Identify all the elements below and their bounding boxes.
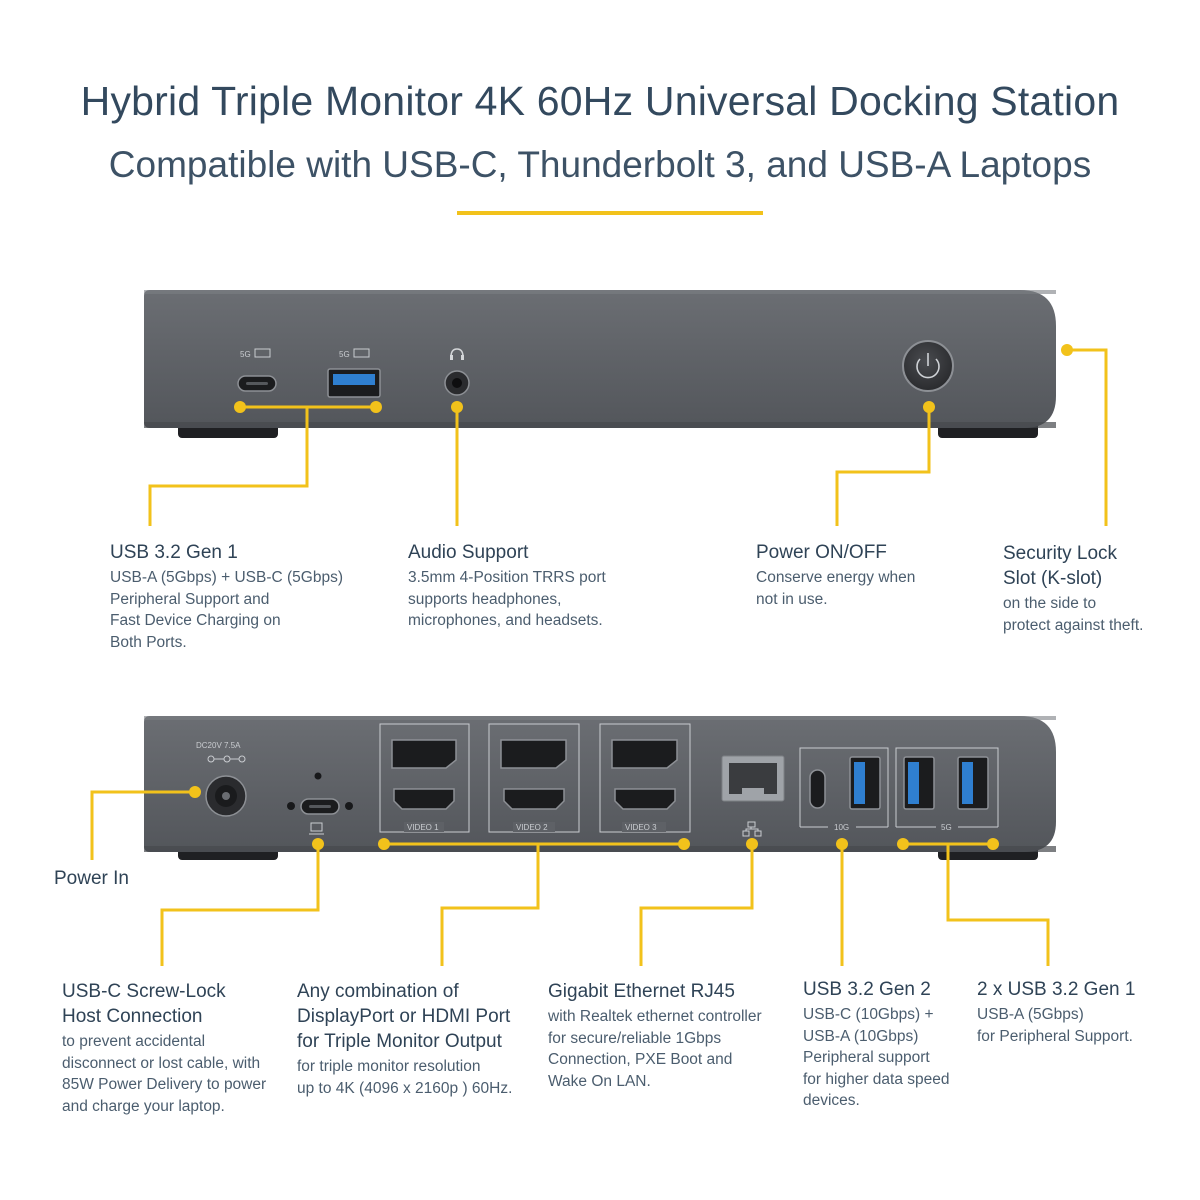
usb-c-port-icon (237, 375, 277, 392)
callout-desc: USB-A (5Gbps) + USB-C (5Gbps) Peripheral… (110, 569, 343, 651)
audio-jack-icon (444, 370, 470, 396)
hdmi-icon (614, 788, 676, 810)
displayport-icon (500, 739, 567, 769)
callout-desc: with Realtek ethernet controller for sec… (548, 1008, 762, 1090)
page-title: Hybrid Triple Monitor 4K 60Hz Universal … (80, 78, 1120, 124)
usb-c-host-icon (287, 798, 353, 815)
group-10g-label: 10G (834, 823, 849, 832)
callout-desc: 3.5mm 4-Position TRRS port supports head… (408, 569, 606, 629)
video-group-2: VIDEO 2 (488, 723, 580, 833)
hdmi-icon (393, 788, 455, 810)
callout-desc: Conserve energy when not in use. (756, 569, 916, 608)
front-usb-a-speed-label: 5G (339, 350, 350, 359)
title-divider (457, 211, 763, 215)
callout-desc: to prevent accidental disconnect or lost… (62, 1033, 267, 1115)
callout-title: USB-C Screw-Lock Host Connection (62, 981, 226, 1027)
callout-video: Any combination of DisplayPort or HDMI P… (297, 979, 537, 1099)
callout-title: USB 3.2 Gen 2 (803, 979, 931, 1000)
power-rating-label: DC20V 7.5A (196, 741, 241, 750)
callout-title: Power ON/OFF (756, 542, 887, 563)
callout-security: Security Lock Slot (K-slot) on the side … (1003, 541, 1193, 636)
callout-usb-front: USB 3.2 Gen 1 USB-A (5Gbps) + USB-C (5Gb… (110, 540, 370, 653)
video-2-label: VIDEO 2 (516, 823, 548, 832)
displayport-icon (391, 739, 457, 769)
power-button-icon (902, 340, 954, 392)
callout-title: Security Lock Slot (K-slot) (1003, 543, 1118, 589)
video-1-label: VIDEO 1 (407, 823, 439, 832)
callout-ethernet: Gigabit Ethernet RJ45 with Realtek ether… (548, 979, 788, 1092)
page-subtitle: Compatible with USB-C, Thunderbolt 3, an… (108, 144, 1092, 185)
callout-desc: for triple monitor resolution up to 4K (… (297, 1058, 513, 1097)
headset-icon (450, 348, 464, 360)
callout-usb-gen2: USB 3.2 Gen 2 USB-C (10Gbps) + USB-A (10… (803, 977, 973, 1112)
leader-lines (90, 348, 1108, 966)
callout-desc: USB-A (5Gbps) for Peripheral Support. (977, 1006, 1133, 1045)
callout-desc: on the side to protect against theft. (1003, 595, 1144, 634)
hdmi-icon (503, 788, 565, 810)
network-icon (742, 821, 762, 837)
front-usb-c-speed-label: 5G (240, 350, 251, 359)
callout-power-in: Power In (54, 868, 129, 889)
callout-title: USB 3.2 Gen 1 (110, 542, 238, 563)
dc-power-jack-icon (205, 775, 247, 817)
ethernet-icon (721, 755, 785, 802)
callout-power-button: Power ON/OFF Conserve energy when not in… (756, 540, 956, 610)
callout-audio: Audio Support 3.5mm 4-Position TRRS port… (408, 540, 658, 632)
displayport-icon (611, 739, 678, 769)
usb-a-port-icon (327, 368, 381, 398)
callout-title: Gigabit Ethernet RJ45 (548, 981, 735, 1002)
callout-title: Any combination of DisplayPort or HDMI P… (297, 981, 511, 1052)
callout-title: Audio Support (408, 542, 529, 563)
front-panel: 5G 5G (144, 290, 1056, 438)
video-group-1: VIDEO 1 (379, 723, 470, 833)
callout-title: 2 x USB 3.2 Gen 1 (977, 979, 1136, 1000)
callout-host: USB-C Screw-Lock Host Connection to prev… (62, 979, 292, 1117)
callout-usb-gen1-rear: 2 x USB 3.2 Gen 1 USB-A (5Gbps) for Peri… (977, 977, 1177, 1047)
usb-10g-group: 10G (799, 747, 889, 832)
rear-panel: DC20V 7.5A (144, 716, 1056, 860)
video-3-label: VIDEO 3 (625, 823, 657, 832)
leader-dots (189, 344, 1073, 850)
usb-c-port-icon (809, 769, 826, 809)
usb-5g-group: 5G (895, 747, 999, 832)
video-group-3: VIDEO 3 (599, 723, 691, 833)
callout-desc: USB-C (10Gbps) + USB-A (10Gbps) Peripher… (803, 1006, 950, 1109)
group-5g-label: 5G (941, 823, 952, 832)
